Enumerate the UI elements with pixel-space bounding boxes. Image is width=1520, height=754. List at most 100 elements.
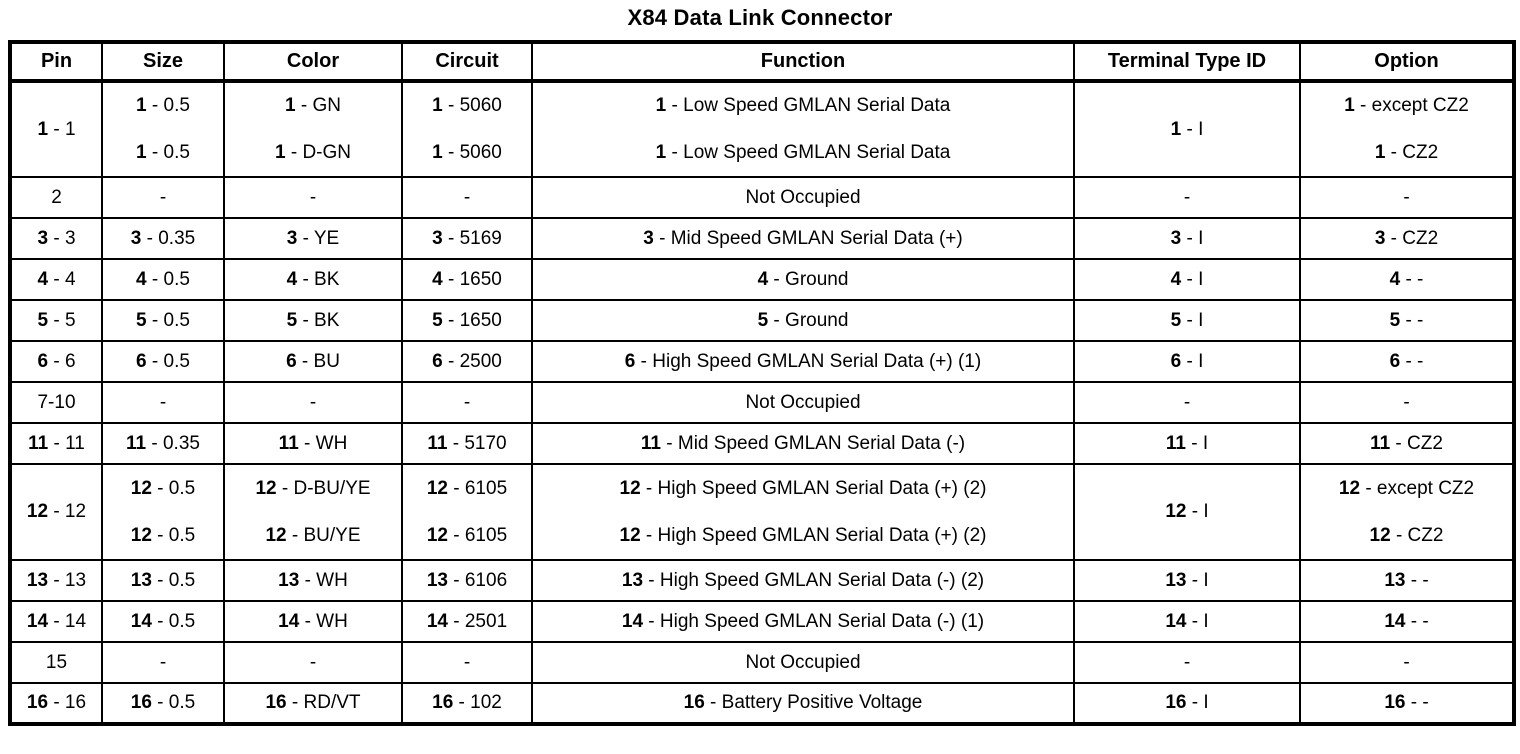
cell-color: - [223, 381, 402, 423]
pin-number: 13 [1384, 569, 1406, 591]
cell-terminal: - [1073, 176, 1300, 218]
cell-terminal: 5 - I [1073, 299, 1300, 341]
pin-number: 5 [136, 309, 147, 331]
pin-number: 13 [26, 569, 49, 591]
cell-color: 4 - BK [223, 258, 402, 300]
pin-number: 14 [426, 610, 448, 632]
pin-number: 12 [130, 477, 152, 499]
pin-number: 6 [136, 350, 147, 372]
pin-number: 12 [255, 477, 277, 499]
cell-size: 12 - 0.5 [101, 512, 224, 560]
table-row: 15---Not Occupied-- [9, 641, 1514, 683]
pin-number: 11 [1370, 432, 1391, 454]
page-title: X84 Data Link Connector [627, 5, 893, 30]
cell-color: 6 - BU [223, 340, 402, 382]
cell-circuit: - [401, 641, 532, 683]
cell-terminal: 16 - I [1073, 682, 1300, 724]
cell-option: - [1299, 381, 1514, 423]
pin-number: 12 [265, 524, 287, 546]
cell-color: 11 - WH [223, 422, 402, 464]
cell-color: 14 - WH [223, 600, 402, 642]
cell-pin: 7-10 [9, 381, 102, 423]
cell-option: 3 - CZ2 [1299, 217, 1514, 259]
pin-number: 14 [1384, 610, 1406, 632]
pin-number: 16 [1384, 692, 1406, 713]
cell-size: 12 - 0.5 [101, 463, 224, 512]
cell-terminal: 1 - I [1073, 80, 1300, 177]
cell-function: 16 - Battery Positive Voltage [531, 682, 1074, 724]
cell-option: 5 - - [1299, 299, 1514, 341]
pin-number: 3 [1374, 227, 1386, 249]
pin-number: 1 [285, 95, 296, 116]
cell-terminal: 11 - I [1073, 422, 1300, 464]
pin-number: 16 [26, 692, 49, 713]
pin-number: 11 [1165, 432, 1186, 454]
pin-number: 11 [278, 432, 299, 454]
pin-number: 4 [37, 268, 49, 290]
pin-number: 4 [757, 268, 769, 290]
pin-number: 3 [130, 227, 142, 249]
cell-pin: 5 - 5 [9, 299, 102, 341]
cell-circuit: 12 - 6105 [401, 463, 532, 512]
pin-number: 1 [655, 141, 667, 163]
pin-number: 11 [28, 432, 49, 454]
cell-option: 1 - except CZ2 [1299, 80, 1514, 129]
pin-number: 12 [619, 524, 641, 546]
cell-function: 6 - High Speed GMLAN Serial Data (+) (1) [531, 340, 1074, 382]
cell-option: 6 - - [1299, 340, 1514, 382]
cell-color: 12 - BU/YE [223, 512, 402, 560]
cell-size: - [101, 176, 224, 218]
cell-circuit: 12 - 6105 [401, 512, 532, 560]
pin-number: 13 [621, 569, 644, 591]
pin-number: 12 [426, 524, 448, 546]
cell-function: 12 - High Speed GMLAN Serial Data (+) (2… [531, 463, 1074, 512]
pin-number: 1 [432, 141, 443, 163]
pinout-table: Pin Size Color Circuit Function Terminal… [8, 40, 1516, 726]
cell-function: Not Occupied [531, 641, 1074, 683]
cell-function: Not Occupied [531, 176, 1074, 218]
pin-number: 14 [26, 610, 49, 632]
pin-number: 11 [126, 432, 147, 454]
pin-number: 13 [426, 569, 448, 591]
pin-number: 5 [1170, 309, 1182, 331]
header-row: Pin Size Color Circuit Function Terminal… [9, 42, 1514, 83]
pin-number: 5 [757, 309, 769, 331]
pin-number: 5 [1389, 309, 1401, 331]
pin-number: 13 [1165, 569, 1187, 591]
pin-number: 14 [130, 610, 152, 632]
cell-size: 16 - 0.5 [101, 682, 224, 724]
pin-number: 14 [278, 610, 300, 632]
cell-function: 1 - Low Speed GMLAN Serial Data [531, 80, 1074, 129]
cell-size: - [101, 641, 224, 683]
pin-number: 1 [1344, 95, 1355, 116]
pin-number: 16 [130, 692, 152, 713]
cell-function: 13 - High Speed GMLAN Serial Data (-) (2… [531, 559, 1074, 601]
pin-number: 1 [655, 95, 667, 116]
cell-terminal: 6 - I [1073, 340, 1300, 382]
cell-pin: 2 [9, 176, 102, 218]
cell-option: - [1299, 176, 1514, 218]
pin-number: 16 [683, 692, 705, 713]
column-header-color: Color [223, 42, 402, 83]
column-header-option: Option [1299, 42, 1514, 83]
pin-number: 12 [1165, 501, 1187, 522]
cell-color: 1 - D-GN [223, 129, 402, 177]
cell-circuit: 1 - 5060 [401, 80, 532, 129]
cell-terminal: 3 - I [1073, 217, 1300, 259]
cell-option: 4 - - [1299, 258, 1514, 300]
cell-function: 14 - High Speed GMLAN Serial Data (-) (1… [531, 600, 1074, 642]
pin-number: 1 [1374, 141, 1386, 163]
cell-size: 5 - 0.5 [101, 299, 224, 341]
pin-number: 1 [274, 141, 286, 163]
cell-size: 4 - 0.5 [101, 258, 224, 300]
pin-number: 12 [26, 501, 49, 522]
pin-number: 14 [621, 610, 644, 632]
table-row: 7-10---Not Occupied-- [9, 381, 1514, 423]
pin-number: 3 [643, 227, 654, 249]
pin-number: 5 [432, 309, 443, 331]
